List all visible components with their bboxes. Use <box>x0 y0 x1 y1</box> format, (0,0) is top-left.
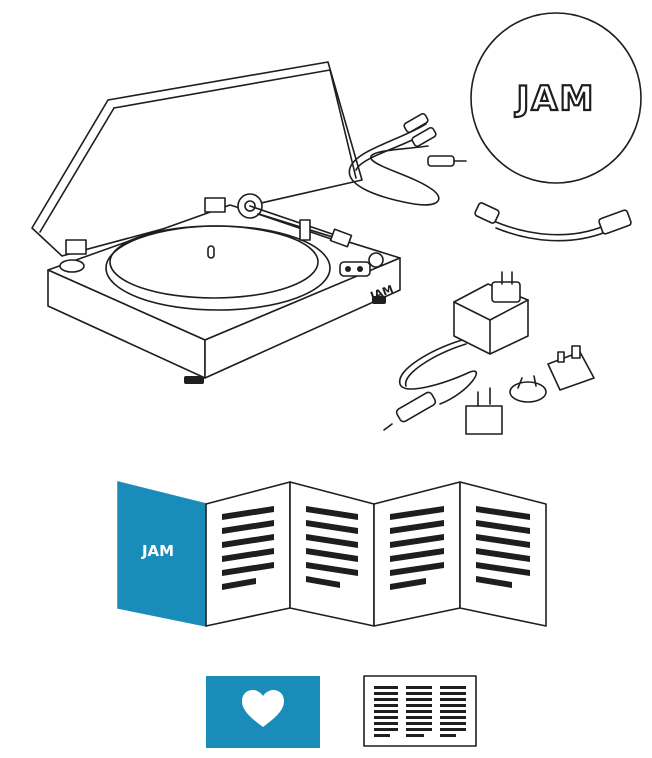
heart-card-icon <box>206 676 320 748</box>
rca-cable-icon <box>348 112 467 206</box>
slipmat-logo: JAM <box>515 79 596 119</box>
turntable-icon: JAM <box>31 61 401 384</box>
document-icon <box>363 675 477 747</box>
plug-adapter-icon <box>465 345 595 435</box>
slipmat-icon: JAM <box>470 12 642 184</box>
usb-cable-icon <box>474 202 632 242</box>
manual-logo: JAM <box>141 542 174 560</box>
heart-icon <box>242 690 284 727</box>
foldout-manual-icon: JAM <box>117 481 547 627</box>
power-adapter-icon <box>383 271 529 431</box>
